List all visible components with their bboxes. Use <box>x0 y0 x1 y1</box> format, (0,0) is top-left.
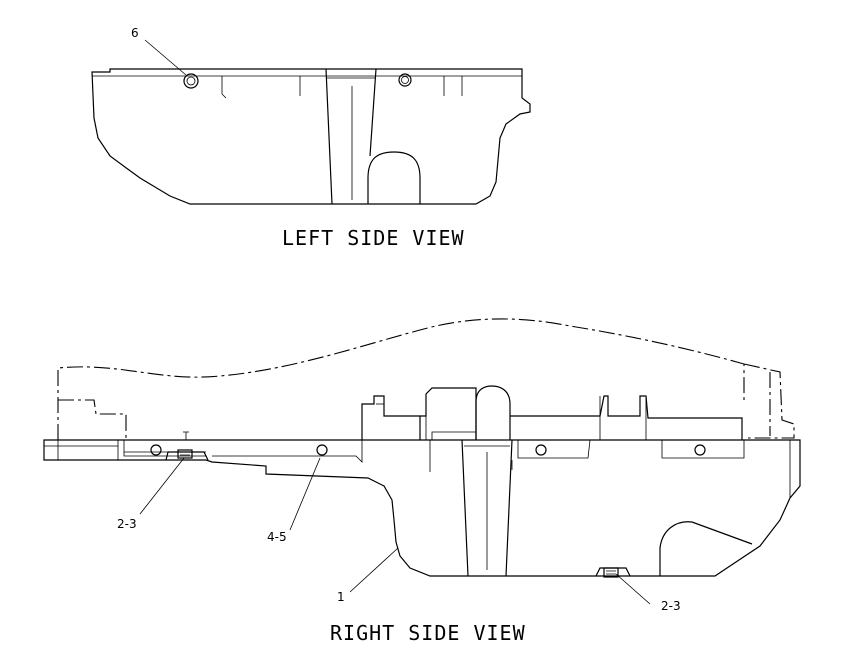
drain-plug-bottom <box>595 567 631 578</box>
right-pan-outline <box>43 439 801 577</box>
leader-1 <box>349 547 399 593</box>
callout-2-3-bottom: 2-3 <box>661 599 681 613</box>
right-bolt-d <box>694 444 706 456</box>
leader-2-3-bottom <box>615 573 651 605</box>
left-pan-outline <box>91 68 531 205</box>
right-bolt-a <box>150 444 162 456</box>
right-side-view-title: RIGHT SIDE VIEW <box>330 621 526 645</box>
right-bolt-b <box>316 444 328 456</box>
callout-2-3-left: 2-3 <box>117 517 137 531</box>
leader-6 <box>144 39 187 76</box>
drain-plug-left <box>165 431 209 461</box>
left-bolt-6 <box>183 73 199 89</box>
engine-phantom-outline <box>57 318 745 440</box>
left-center-channel <box>325 68 377 205</box>
left-bolt-2 <box>398 73 412 87</box>
callout-4-5: 4-5 <box>267 530 287 544</box>
callout-6: 6 <box>131 26 139 40</box>
leader-4-5 <box>289 457 321 531</box>
left-side-view-title: LEFT SIDE VIEW <box>282 226 465 250</box>
left-side-view-drawing <box>91 39 531 205</box>
right-bolt-c <box>535 444 547 456</box>
callout-1: 1 <box>337 590 345 604</box>
leader-2-3-left <box>139 457 185 515</box>
right-side-view-drawing <box>43 318 801 605</box>
